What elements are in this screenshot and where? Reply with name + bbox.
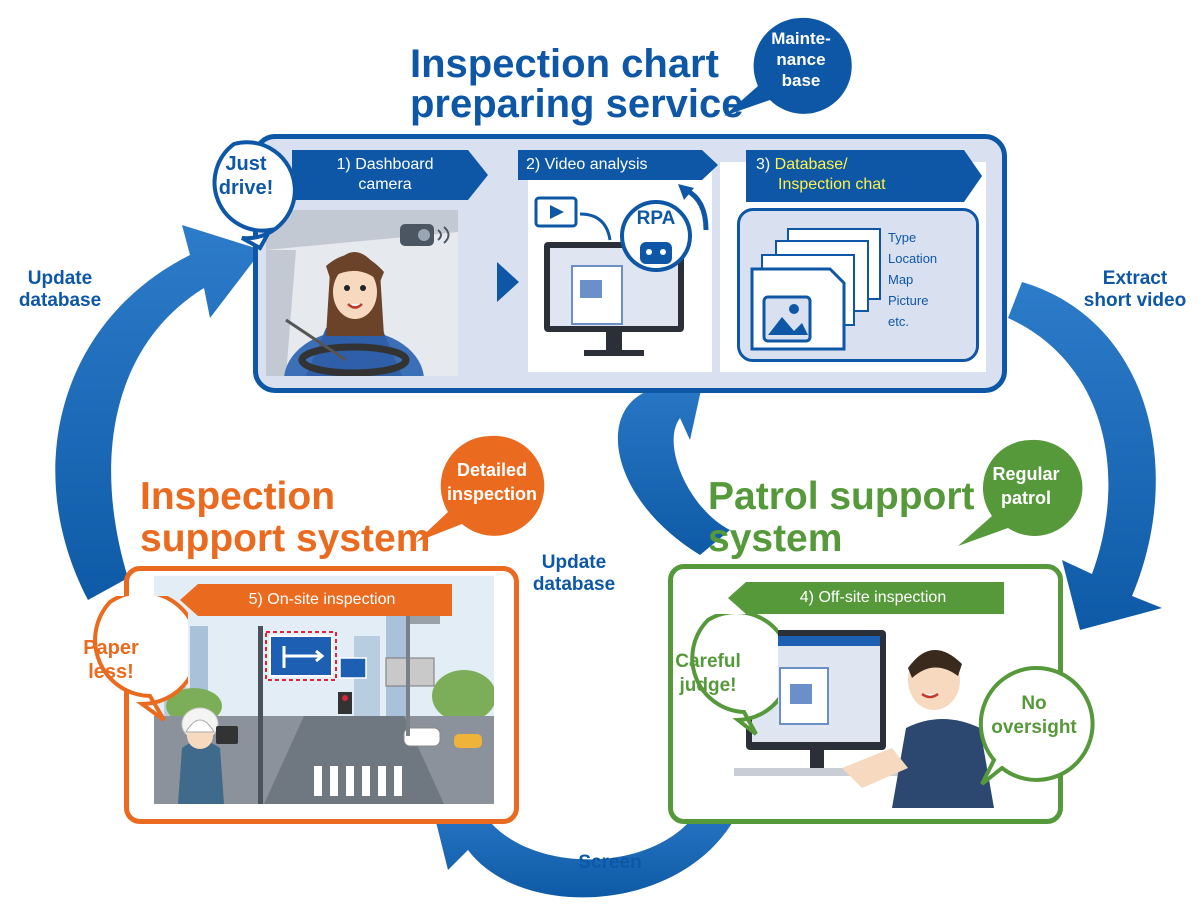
update-database-left-arrow [55,225,262,600]
update-left-line1: Update [27,268,93,289]
database-item-type: Type [888,230,917,245]
paperless-text: Paper less! [52,636,170,684]
step1-line2: camera [358,176,412,193]
no-oversight-line2: oversight [991,717,1077,738]
maintenance-badge-line2: nance [776,50,826,69]
update-center-line1: Update [541,552,607,573]
screen-label: Screen [578,852,642,873]
inspection-chart-title-line1: Inspection chart [410,42,719,86]
no-oversight-line1: No [1021,693,1047,714]
update-database-left-label: Update database [8,268,112,312]
step3-line2: Inspection chat [778,176,886,193]
driver-illustration [266,210,458,376]
just-drive-line2: drive! [218,177,274,199]
step1-banner [292,150,488,200]
step4-label: 4) Off-site inspection [799,589,947,606]
regular-patrol-line2: patrol [1000,488,1051,508]
office-illustration [734,630,994,808]
step2-banner [518,150,718,180]
database-item-map: Map [888,272,914,287]
update-left-line2: database [18,290,102,311]
paperless-line1: Paper [83,637,139,659]
careful-judge-bubble [690,614,778,736]
patrol-support-title-line2: system [708,517,843,560]
database-card: Type Location Map Picture etc. [737,208,979,362]
regular-patrol-badge: Regular patrol [976,462,1076,510]
inspection-chart-title-line2: preparing service [410,82,744,126]
extract-line1: Extract [1102,268,1168,289]
careful-judge-line2: judge! [679,675,737,696]
inspection-support-title: Inspection support system [140,476,430,560]
step1-line1: 1) Dashboard [336,156,434,173]
detailed-inspection-badge-shape [416,435,545,542]
detailed-inspection-line2: inspection [446,484,537,504]
step4-banner [728,582,1004,614]
extract-line2: short video [1083,290,1187,311]
maintenance-badge-line3: base [781,71,821,90]
detailed-inspection-line1: Detailed [456,460,528,480]
maintenance-badge: Mainte- nance base [756,28,846,91]
extract-short-video-label: Extract short video [1070,268,1200,312]
regular-patrol-badge-shape [958,439,1083,546]
paperless-line2: less! [88,661,134,683]
update-database-center-arrow [617,358,730,555]
document-stack-icon [750,228,881,351]
inspection-support-title-line2: support system [140,517,431,560]
step3-line1: Database/ [774,156,848,173]
careful-judge-line1: Careful [675,651,741,672]
step3-banner [746,150,982,202]
inspection-support-title-line1: Inspection [140,475,336,518]
database-item-picture: Picture [888,293,929,308]
detailed-inspection-badge: Detailed inspection [436,458,548,506]
just-drive-bubble [212,140,297,251]
step1-label: 1) Dashboard camera [300,155,470,195]
video-analysis-illustration [534,184,709,356]
step3-label: 3) Database/ Inspection chat [756,155,966,195]
database-items: Type Location Map Picture etc. [888,227,937,332]
step5-label: 5) On-site inspection [248,591,396,608]
no-oversight-bubble [978,665,1095,786]
rpa-label: RPA [636,208,676,229]
regular-patrol-line1: Regular [992,464,1060,484]
step5-banner [180,584,452,616]
just-drive-line1: Just [225,153,267,175]
update-center-line2: database [532,574,616,595]
patrol-support-title: Patrol support system [708,476,975,560]
dashboard-camera-scene [266,210,458,376]
careful-judge-text: Careful judge! [650,650,766,698]
patrol-support-title-line1: Patrol support [708,475,975,518]
database-item-location: Location [888,251,938,266]
extract-short-video-arrow [1008,282,1162,630]
video-analysis-scene: RPA [528,162,712,372]
inspection-chart-title: Inspection chart preparing service [410,44,744,124]
play-arrow-icon [497,262,519,302]
no-oversight-text: No oversight [976,692,1092,740]
just-drive-text: Just drive! [196,152,296,200]
step2-label: 2) Video analysis [526,156,648,173]
maintenance-badge-shape [724,17,852,116]
update-database-center-label: Update database [524,552,624,596]
off-site-scene [722,618,1042,808]
maintenance-badge-line1: Mainte- [771,29,831,48]
step3-prefix: 3) [756,156,775,173]
screen-arrow [428,790,735,898]
paperless-bubble [93,596,188,722]
database-item-etc: etc. [888,314,909,329]
